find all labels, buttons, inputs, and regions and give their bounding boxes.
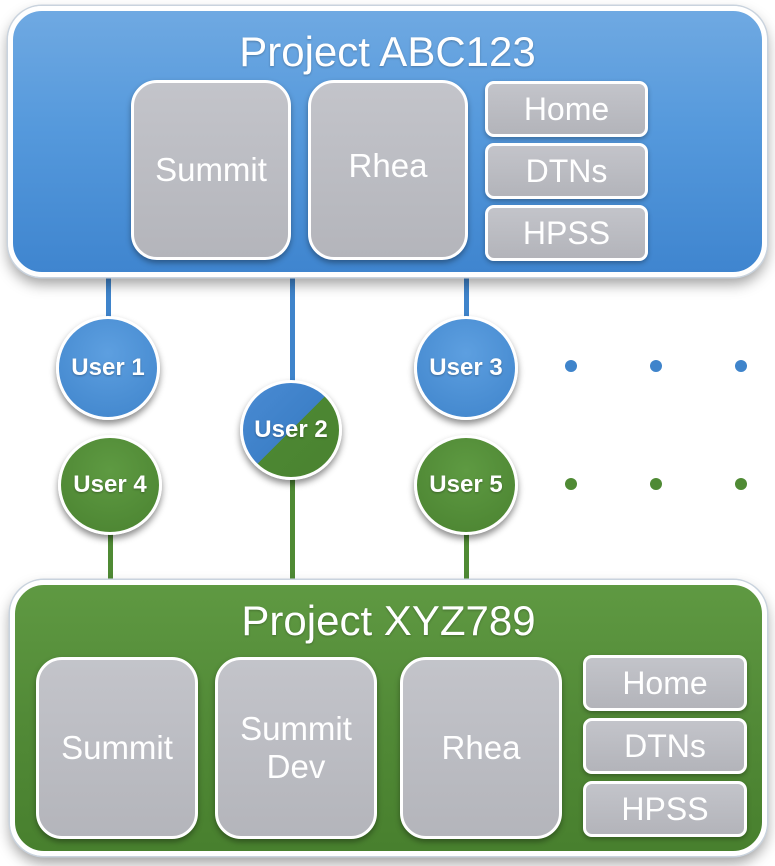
user-node-1[interactable]: User 1 [56,316,160,420]
project-abc123-title: Project ABC123 [239,28,536,75]
system-label: Summit Dev [240,710,352,785]
storage-dtns[interactable]: DTNs [485,143,648,199]
user-node-3[interactable]: User 3 [414,316,518,420]
connector-user2-abc123 [290,270,295,382]
user-node-5[interactable]: User 5 [414,435,518,535]
ellipsis-dot [565,360,577,372]
user-label: User 3 [429,354,503,381]
project-xyz789-panel: Project XYZ789 Summit Summit Dev Rhea Ho… [10,580,767,856]
storage-home[interactable]: Home [583,655,747,711]
connector-user3-abc123 [464,270,469,322]
project-abc123-panel: Project ABC123 Summit Rhea Home DTNs HPS… [8,6,767,277]
system-label: Rhea [441,729,521,766]
user-label: User 1 [71,354,145,381]
system-rhea[interactable]: Rhea [400,657,562,839]
project-xyz789-title: Project XYZ789 [241,597,536,644]
storage-dtns[interactable]: DTNs [583,718,747,774]
user-label: User 5 [429,471,503,498]
storage-label: HPSS [621,790,709,827]
ellipsis-dot [735,360,747,372]
ellipsis-dot [650,478,662,490]
system-summit[interactable]: Summit [131,80,291,260]
connector-user1-abc123 [106,270,111,320]
ellipsis-dot [650,360,662,372]
ellipsis-dot [735,478,747,490]
storage-label: DTNs [624,727,706,764]
storage-label: DTNs [525,152,608,189]
system-rhea[interactable]: Rhea [308,80,468,260]
connector-user5-xyz789 [464,530,469,586]
storage-label: Home [622,664,708,701]
system-summit[interactable]: Summit [36,657,198,839]
storage-home[interactable]: Home [485,81,648,137]
system-label: Rhea [348,147,428,184]
storage-label: HPSS [522,214,611,251]
system-label: Summit [155,151,267,188]
system-summit-dev[interactable]: Summit Dev [215,657,377,839]
storage-label: Home [523,90,610,127]
ellipsis-dot [565,478,577,490]
user-node-2[interactable]: User 2 [240,380,342,480]
connector-user2-xyz789 [290,476,295,586]
user-node-4[interactable]: User 4 [58,435,162,535]
user-label: User 4 [73,471,147,498]
connector-user4-xyz789 [108,530,113,586]
user-label: User 2 [254,416,328,443]
storage-hpss[interactable]: HPSS [485,205,648,261]
storage-hpss[interactable]: HPSS [583,781,747,837]
system-label: Summit [61,729,173,766]
